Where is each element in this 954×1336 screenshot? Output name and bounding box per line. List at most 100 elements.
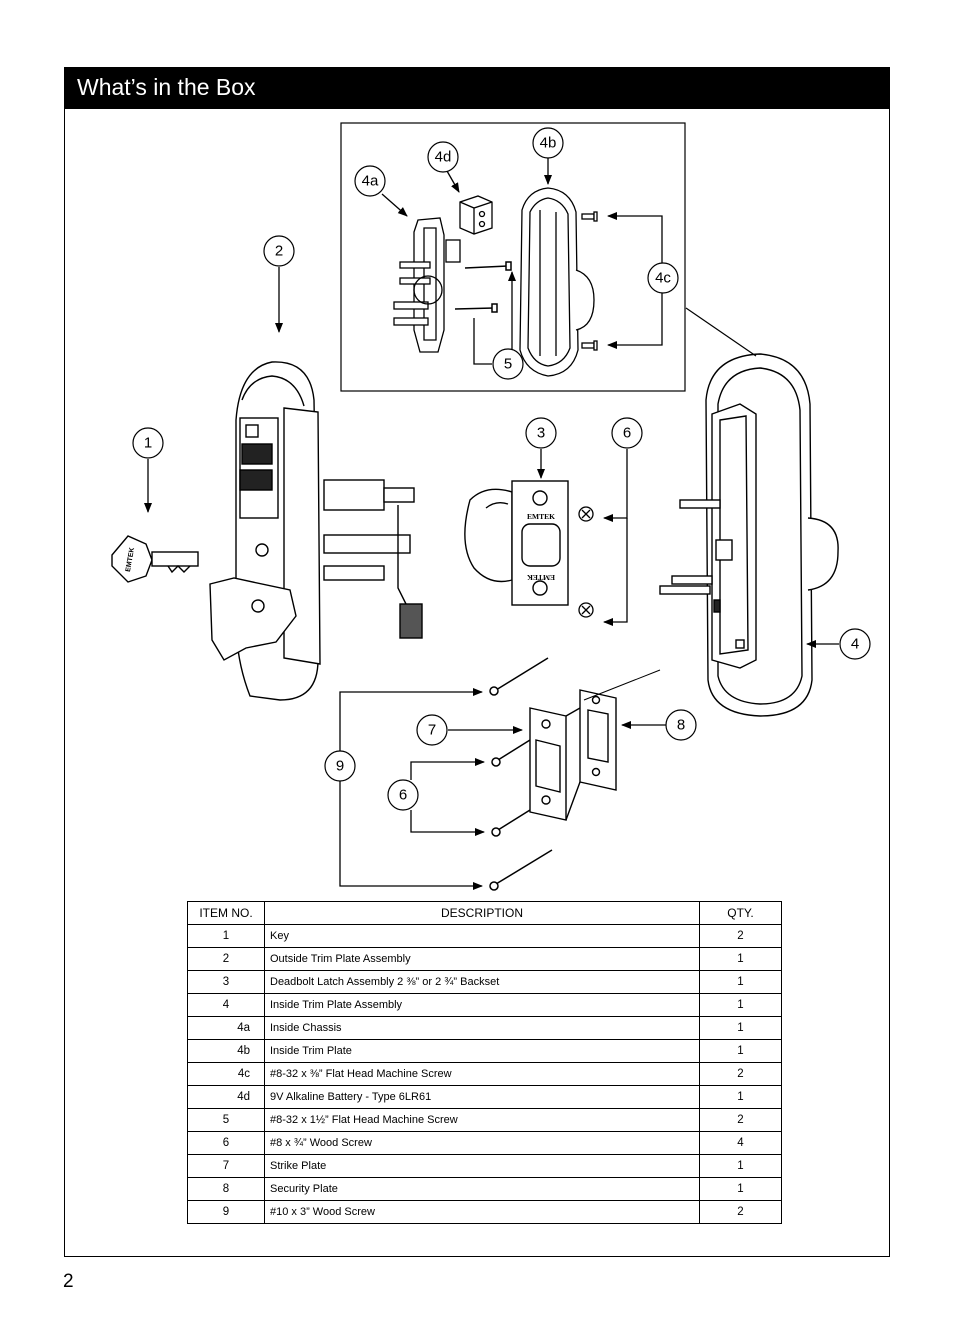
item-description: Strike Plate (264, 1154, 700, 1178)
security-plate-illustration (565, 689, 617, 821)
item-description: #8-32 x ⅜” Flat Head Machine Screw (264, 1062, 700, 1086)
inset-detail-box (340, 122, 686, 392)
item-qty: 1 (699, 1039, 782, 1063)
callout-4a-label: 4a (362, 173, 379, 190)
latch-brand-top: EMTEK (527, 512, 555, 521)
item-qty: 1 (699, 993, 782, 1017)
item-qty: 2 (699, 1062, 782, 1086)
item-number: 4 (187, 993, 265, 1017)
item-description: #8 x ¾” Wood Screw (264, 1131, 700, 1155)
callout-1 (132, 427, 164, 459)
callout-4 (839, 628, 871, 660)
item-number: 7 (187, 1154, 265, 1178)
key-illustration: EMTEK (111, 535, 199, 583)
callout-4b-label: 4b (540, 135, 557, 152)
callout-4c (647, 262, 679, 294)
item-qty: 1 (699, 1177, 782, 1201)
item-description: Deadbolt Latch Assembly 2 ⅜” or 2 ¾” Bac… (264, 970, 700, 994)
callout-9-label: 9 (336, 758, 344, 775)
battery-illustration (459, 195, 493, 235)
item-number: 1 (187, 924, 265, 948)
page-frame: What’s in the Box (64, 67, 890, 1257)
column-header-item: ITEM NO. (187, 901, 265, 925)
item-description: Outside Trim Plate Assembly (264, 947, 700, 971)
callout-7-label: 7 (428, 722, 436, 739)
item-qty: 4 (699, 1131, 782, 1155)
item-number: 4a (187, 1016, 265, 1040)
callout-8 (665, 709, 697, 741)
item-description: Key (264, 924, 700, 948)
inside-trim-plate-illustration (519, 187, 595, 377)
page-number: 2 (63, 1271, 74, 1292)
item-qty: 1 (699, 1085, 782, 1109)
item-description: Security Plate (264, 1177, 700, 1201)
item-qty: 1 (699, 1016, 782, 1040)
long-machine-screws (454, 261, 512, 313)
item-description: 9V Alkaline Battery - Type 6LR61 (264, 1085, 700, 1109)
callout-8-label: 8 (677, 717, 685, 734)
item-qty: 2 (699, 924, 782, 948)
inside-chassis-illustration (393, 217, 461, 353)
callout-1-label: 1 (144, 435, 152, 452)
item-number: 3 (187, 970, 265, 994)
column-header-qty: QTY. (699, 901, 782, 925)
item-qty: 1 (699, 1154, 782, 1178)
column-header-description: DESCRIPTION (264, 901, 700, 925)
callout-9 (324, 750, 356, 782)
callout-4d-label: 4d (435, 149, 452, 166)
item-description: Inside Chassis (264, 1016, 700, 1040)
callout-2-label: 2 (275, 243, 283, 260)
callout-6-upper-label: 6 (623, 425, 631, 442)
callout-6-lower (387, 779, 419, 811)
short-machine-screws (581, 211, 598, 351)
item-number: 9 (187, 1200, 265, 1224)
latch-brand-bottom: EMTEK (527, 573, 555, 582)
item-description: #10 x 3” Wood Screw (264, 1200, 700, 1224)
item-description: Inside Trim Plate Assembly (264, 993, 700, 1017)
item-qty: 2 (699, 1108, 782, 1132)
latch-wood-screws (578, 506, 594, 618)
item-number: 4d (187, 1085, 265, 1109)
callout-4b (532, 127, 564, 159)
callout-6-lower-label: 6 (399, 787, 407, 804)
callout-4c-label: 4c (655, 270, 671, 287)
item-qty: 1 (699, 947, 782, 971)
item-number: 2 (187, 947, 265, 971)
item-number: 4c (187, 1062, 265, 1086)
outside-trim-plate-illustration (209, 361, 423, 701)
callout-3-label: 3 (537, 425, 545, 442)
section-title: What’s in the Box (77, 74, 256, 100)
item-number: 6 (187, 1131, 265, 1155)
callout-7 (416, 714, 448, 746)
callout-6-upper (611, 417, 643, 449)
callout-5 (492, 348, 524, 380)
strike-wood-screws (489, 657, 553, 891)
item-qty: 2 (699, 1200, 782, 1224)
inside-trim-plate-assembly-illustration (659, 353, 839, 717)
item-number: 5 (187, 1108, 265, 1132)
item-description: Inside Trim Plate (264, 1039, 700, 1063)
item-description: #8-32 x 1½” Flat Head Machine Screw (264, 1108, 700, 1132)
item-number: 4b (187, 1039, 265, 1063)
table-header-row: ITEM NO. DESCRIPTION QTY. (187, 901, 782, 925)
callout-3 (525, 417, 557, 449)
item-number: 8 (187, 1177, 265, 1201)
deadbolt-latch-illustration: EMTEK EMTEK (464, 480, 569, 606)
section-header: What’s in the Box (65, 68, 889, 109)
callout-4d (427, 141, 459, 173)
callout-4a (354, 165, 386, 197)
strike-plate-illustration (529, 707, 567, 821)
callout-4-label: 4 (851, 636, 859, 653)
